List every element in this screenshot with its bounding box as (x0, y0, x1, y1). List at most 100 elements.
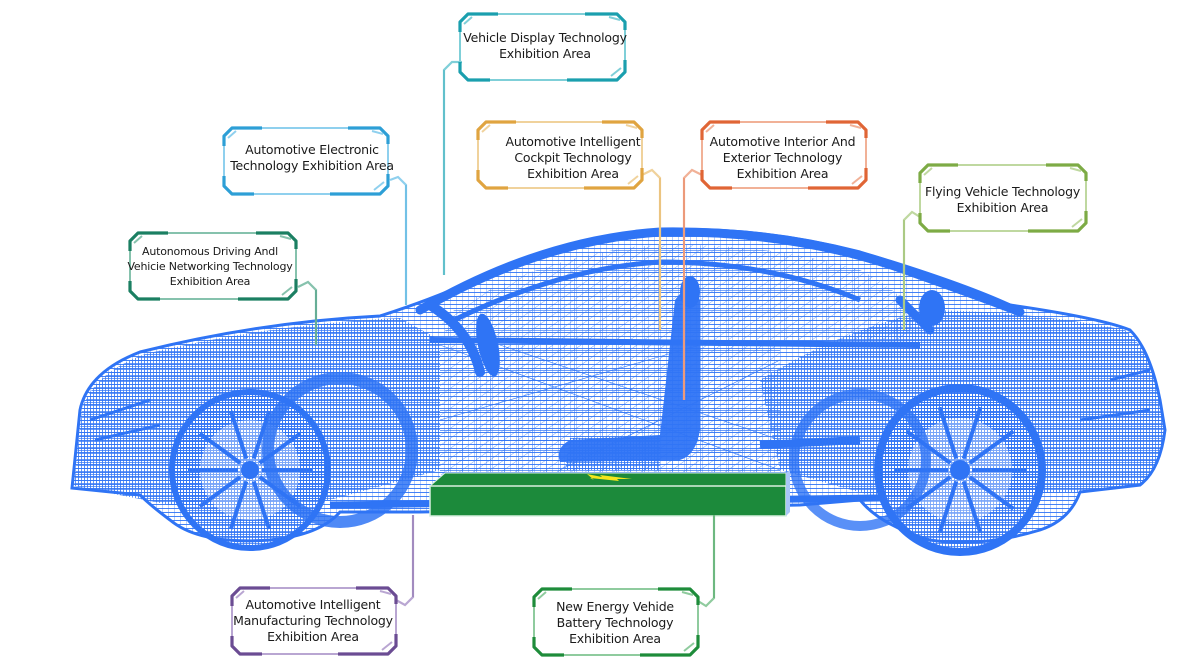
callout-layer (128, 12, 1088, 657)
callout-intelligent-cockpit (476, 120, 662, 330)
frame-corner-bracket (918, 213, 950, 233)
wheel-spoke (968, 475, 1015, 511)
callout-label-autonomous-driving[interactable]: Autonomous Driving Andl Vehicie Networki… (127, 245, 293, 288)
wheel-spoke (905, 429, 952, 465)
battery-pack (428, 470, 790, 517)
car-cabin (440, 245, 920, 340)
battery-side-face (786, 470, 790, 516)
frame-corner-bracket (230, 586, 270, 606)
connector-line (389, 175, 408, 305)
lightning-bolt-icon (587, 474, 632, 481)
frame-accent (227, 130, 237, 139)
connector-line (395, 515, 415, 607)
frame-accent (1071, 218, 1083, 228)
callout-label-intelligent-cockpit[interactable]: Automotive Intelligent Cockpit Technolog… (505, 134, 641, 181)
wheel-spoke (905, 475, 952, 511)
wheel-spoke (251, 410, 272, 460)
frame-accent (849, 124, 862, 129)
frame-corner-bracket (1046, 163, 1088, 181)
frame-corner-bracket (918, 163, 958, 183)
wheel-spoke (228, 480, 249, 530)
wheel-spoke (258, 475, 302, 509)
steering-wheel (476, 313, 500, 377)
front-wheel (169, 372, 418, 551)
frame-accent (610, 67, 622, 77)
frame-corner-bracket (238, 279, 298, 301)
frame-corner-bracket (458, 12, 498, 32)
wheel-spoke (228, 410, 249, 460)
callout-intelligent-manufacturing (230, 515, 415, 656)
rear-wheel (789, 384, 1046, 556)
frame-accent (379, 590, 392, 595)
frame-accent (681, 591, 694, 596)
frame-corner-bracket (222, 126, 262, 146)
callout-autonomous-driving (128, 231, 318, 345)
frame-accent (371, 130, 384, 135)
frame-accent (608, 16, 621, 21)
callout-interior-exterior (682, 120, 868, 400)
frame-accent (373, 181, 385, 191)
frame-corner-bracket (256, 231, 298, 249)
frame-corner-bracket (128, 231, 168, 251)
frame-accent (537, 591, 547, 600)
frame-accent (627, 175, 639, 185)
frame-accent (381, 641, 393, 651)
frame-accent (923, 167, 933, 176)
frame-corner-bracket (826, 120, 868, 138)
wheel-spoke (251, 480, 272, 530)
callout-label-battery-technology[interactable]: New Energy Vehide Battery Technology Exh… (556, 599, 674, 646)
frame-corner-bracket (532, 587, 572, 607)
wheel-spoke (937, 406, 959, 460)
frame-accent (683, 642, 695, 652)
frame-corner-bracket (458, 62, 490, 82)
frame-accent (851, 175, 863, 185)
frame-accent (281, 286, 293, 296)
callout-label-automotive-electronic[interactable]: Automotive Electronic Technology Exhibit… (230, 142, 394, 173)
wheel-spoke (937, 480, 959, 534)
frame-corner-bracket (808, 168, 868, 190)
wheel-spoke (198, 431, 242, 465)
frame-corner-bracket (584, 168, 644, 190)
frame-corner-bracket (567, 60, 627, 82)
frame-accent (463, 16, 473, 25)
callout-flying-vehicle (902, 163, 1088, 330)
frame-corner-bracket (230, 636, 262, 656)
frame-corner-bracket (532, 637, 564, 657)
frame-corner-bracket (128, 281, 160, 301)
frame-corner-bracket (476, 120, 516, 140)
wheel-spoke (961, 480, 983, 534)
frame-corner-bracket (602, 120, 644, 138)
callout-automotive-electronic (222, 126, 408, 305)
frame-corner-bracket (1028, 211, 1088, 233)
frame-accent (235, 590, 245, 599)
frame-corner-bracket (222, 176, 254, 196)
frame-corner-bracket (348, 126, 390, 144)
frame-accent (481, 124, 491, 133)
callout-vehicle-display (442, 12, 627, 275)
frame-corner-bracket (658, 587, 700, 605)
wheel-spoke (961, 406, 983, 460)
seat (558, 276, 945, 470)
frame-corner-bracket (476, 170, 508, 190)
frame-corner-bracket (700, 170, 732, 190)
callout-label-vehicle-display[interactable]: Vehicle Display Technology Exhibition Ar… (463, 30, 627, 61)
frame-corner-bracket (330, 174, 390, 196)
battery-front-face (429, 485, 787, 517)
connector-line (697, 515, 716, 608)
frame-corner-bracket (640, 635, 700, 657)
frame-corner-bracket (356, 586, 398, 604)
wheel-spoke (968, 429, 1015, 465)
frame-accent (133, 235, 143, 244)
car-wireframe (70, 227, 1167, 556)
wheel-spoke (258, 431, 302, 465)
frame-corner-bracket (338, 634, 398, 656)
callout-label-flying-vehicle[interactable]: Flying Vehicle Technology Exhibition Are… (924, 184, 1081, 215)
frame-accent (625, 124, 638, 129)
frame-corner-bracket (585, 12, 627, 30)
wheel-spoke (198, 475, 242, 509)
callout-label-interior-exterior[interactable]: Automotive Interior And Exterior Technol… (709, 134, 856, 181)
connector-line (442, 60, 462, 275)
frame-accent (279, 235, 292, 240)
callout-label-intelligent-manufacturing[interactable]: Automotive Intelligent Manufacturing Tec… (233, 597, 393, 644)
